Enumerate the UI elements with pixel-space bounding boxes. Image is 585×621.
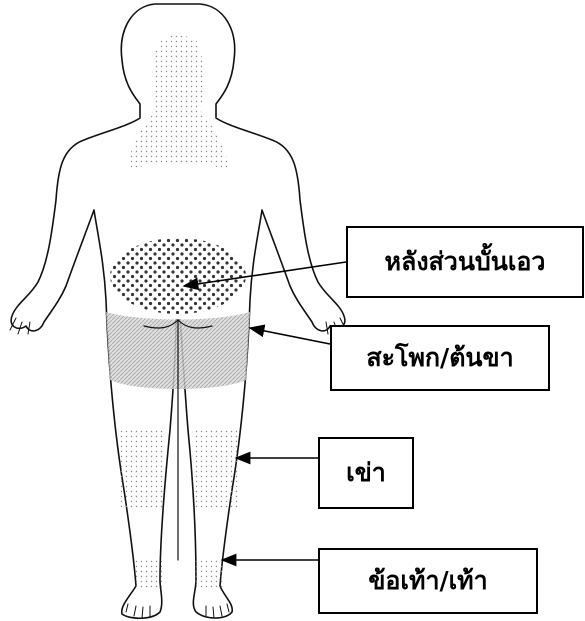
- label-knee: เข่า: [318, 437, 414, 509]
- label-hip-thigh: สะโพก/ต้นขา: [330, 325, 550, 391]
- label-ankle-foot: ข้อเท้า/เท้า: [318, 548, 538, 614]
- label-lower-back: หลังส่วนบั้นเอว: [346, 226, 584, 298]
- human-body-back-view-icon: [10, 4, 346, 618]
